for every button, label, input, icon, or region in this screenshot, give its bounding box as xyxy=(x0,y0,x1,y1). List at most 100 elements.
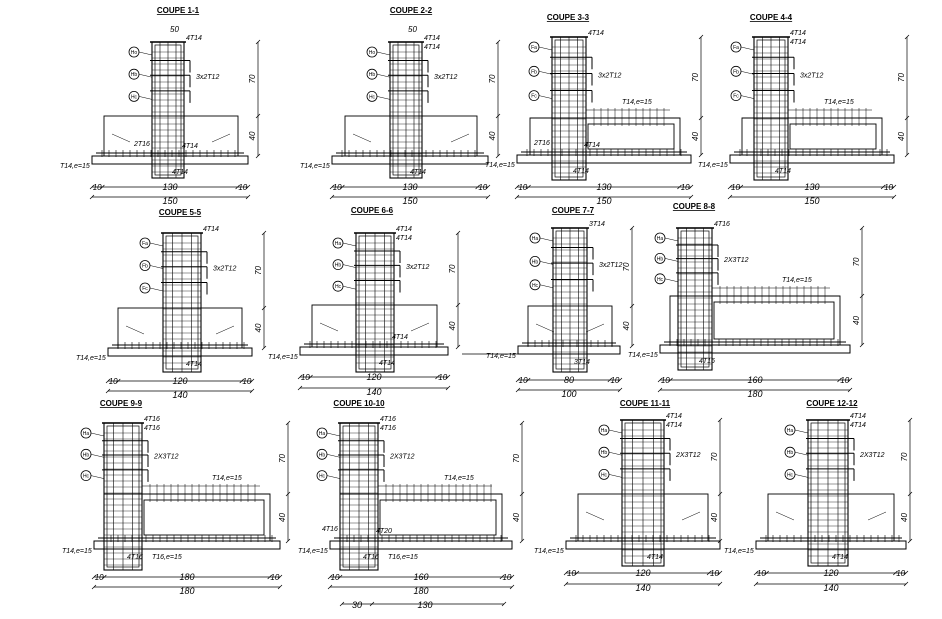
height-dimension-upper: 70 xyxy=(691,73,700,82)
bar-marker-label: Hc xyxy=(335,284,342,290)
bar-marker-label: Fc xyxy=(142,286,148,292)
height-dimension-upper: 70 xyxy=(278,454,287,463)
base-bar-label: 4T16 xyxy=(699,358,715,365)
total-dimension: 150 xyxy=(402,196,417,206)
side-dimension-right: 10 xyxy=(681,183,690,192)
beam-rebar-label: T14,e=15 xyxy=(212,475,242,482)
cover-label: 50 xyxy=(170,25,179,34)
bar-marker-label: Ha xyxy=(532,236,539,242)
base-rebar-label: T14,e=15 xyxy=(298,548,328,555)
bar-marker-label: Hc xyxy=(657,277,664,283)
base-bar-label: 3T14 xyxy=(574,359,590,366)
base-rebar-label: T14,e=15 xyxy=(485,162,515,169)
base-bar-label: 4T14 xyxy=(379,360,395,367)
column-bottom-label-2: 4T14 xyxy=(584,142,600,149)
section-title: COUPE 4-4 xyxy=(750,13,793,22)
height-dimension-lower: 40 xyxy=(488,131,497,140)
column-bottom-label-2: 4T14 xyxy=(392,334,408,341)
side-dimension-right: 10 xyxy=(238,183,247,192)
bar-marker-label: Ha xyxy=(83,431,90,437)
bar-marker-label: Hc xyxy=(83,474,90,480)
center-dimension: 160 xyxy=(413,572,428,582)
side-dimension-left: 10 xyxy=(109,377,118,386)
section-title: COUPE 7-7 xyxy=(552,206,595,215)
stirrup-label: 2X3T12 xyxy=(389,454,415,461)
section-10: COUPE 10-10T14,e=15T14,e=154T164T162X3T1… xyxy=(298,399,525,610)
center-dimension: 130 xyxy=(162,182,177,192)
bar-marker-label: Ha xyxy=(657,236,664,242)
top-rebar-label: 4T14 xyxy=(396,226,412,233)
section-2: COUPE 2-2T14,e=15504T144T143x2T124T14HoH… xyxy=(300,6,501,206)
bar-marker-label: Fc xyxy=(531,94,537,100)
bar-marker-label: Hc xyxy=(369,94,376,100)
top-rebar-label: 3T14 xyxy=(589,221,605,228)
bar-marker-label: Fa xyxy=(142,241,148,247)
top-rebar-label: 4T16 xyxy=(380,416,396,423)
height-dimension-upper: 70 xyxy=(248,74,257,83)
side-dimension-right: 10 xyxy=(710,569,719,578)
center-dimension: 120 xyxy=(635,568,650,578)
beam-rebar-label: T14,e=15 xyxy=(622,99,652,106)
bar-marker-label: Hb xyxy=(83,452,90,458)
height-dimension-lower: 40 xyxy=(448,321,457,330)
bar-marker-label: Ho xyxy=(131,50,138,56)
section-4: COUPE 4-4T14,e=15T14,e=154T144T143x2T124… xyxy=(698,13,910,206)
total-dimension: 150 xyxy=(162,196,177,206)
center-dimension: 180 xyxy=(179,572,194,582)
stirrup-label: 3x2T12 xyxy=(598,73,621,80)
height-dimension-upper: 70 xyxy=(900,452,909,461)
bar-marker-label: Fc xyxy=(733,94,739,100)
top-rebar-label-2: 4T16 xyxy=(380,425,396,432)
stirrup-label: 2X3T12 xyxy=(859,452,885,459)
section-title: COUPE 9-9 xyxy=(100,399,143,408)
base-bar-label: 4T14 xyxy=(410,169,426,176)
bar-marker-label: Hb xyxy=(131,72,138,78)
top-rebar-label-2: 4T14 xyxy=(396,235,412,242)
section-title: COUPE 6-6 xyxy=(351,206,394,215)
total-dimension: 180 xyxy=(413,586,428,596)
height-dimension-upper: 70 xyxy=(254,266,263,275)
section-title: COUPE 3-3 xyxy=(547,13,590,22)
extra-dimension-left: 30 xyxy=(352,600,362,610)
bar-marker-label: Hc xyxy=(601,472,608,478)
center-dimension: 120 xyxy=(172,376,187,386)
total-dimension: 180 xyxy=(747,389,762,399)
base-bar-label: 4T14 xyxy=(573,168,589,175)
total-dimension: 140 xyxy=(172,390,187,400)
stirrup-label: 3x2T12 xyxy=(599,262,622,269)
stirrup-label: 2X3T12 xyxy=(153,454,179,461)
stirrup-label: 2X3T12 xyxy=(675,452,701,459)
bar-marker-label: Hb xyxy=(319,452,326,458)
base-rebar-label: T14,e=15 xyxy=(76,355,106,362)
top-rebar-label: 4T14 xyxy=(424,35,440,42)
side-dimension-right: 10 xyxy=(438,373,447,382)
top-rebar-label: 4T14 xyxy=(850,413,866,420)
bar-marker-label: Fb xyxy=(531,69,537,75)
base-rebar-label: T14,e=15 xyxy=(62,548,92,555)
extra-dimension-right: 130 xyxy=(417,600,432,610)
base-rebar-label: T14,e=15 xyxy=(268,354,298,361)
height-dimension-lower: 40 xyxy=(710,513,719,522)
section-title: COUPE 10-10 xyxy=(333,399,385,408)
center-dimension: 130 xyxy=(596,182,611,192)
side-dimension-left: 10 xyxy=(301,373,310,382)
height-dimension-upper: 70 xyxy=(622,262,631,271)
section-5: COUPE 5-5T14,e=154T143x2T124T14FaFbFc704… xyxy=(76,208,267,400)
center-dimension: 130 xyxy=(804,182,819,192)
base-bar-label: 4T16 xyxy=(363,554,379,561)
beam-rebar-label: T14,e=15 xyxy=(782,277,812,284)
section-11: COUPE 11-11T14,e=154T144T142X3T124T14HaH… xyxy=(534,399,723,593)
base-rebar-label: T14,e=15 xyxy=(724,548,754,555)
total-dimension: 140 xyxy=(823,583,838,593)
top-rebar-label: 4T16 xyxy=(144,416,160,423)
bar-marker-label: Ha xyxy=(335,241,342,247)
top-rebar-label-2: 4T14 xyxy=(790,39,806,46)
top-rebar-label: 4T14 xyxy=(790,30,806,37)
section-title: COUPE 1-1 xyxy=(157,6,200,15)
beam-rebar-label: T14,e=15 xyxy=(444,475,474,482)
base-bar-label: 4T14 xyxy=(647,554,663,561)
base-bar-label: 4T14 xyxy=(775,168,791,175)
top-rebar-label: 4T16 xyxy=(714,221,730,228)
